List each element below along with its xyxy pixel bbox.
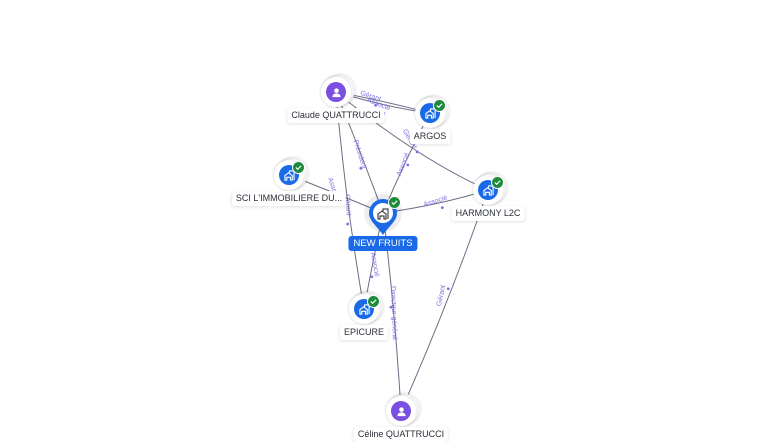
edge-arrow-icon: [374, 103, 378, 107]
verified-check-icon: [433, 99, 446, 112]
edge-arrow-icon: [446, 287, 450, 291]
edge-label: Associé: [369, 252, 380, 277]
verified-check-icon: [388, 196, 401, 209]
verified-check-icon: [491, 176, 504, 189]
node-label[interactable]: NEW FRUITS: [348, 236, 418, 251]
person-icon: [391, 401, 411, 421]
verified-check-icon: [292, 161, 305, 174]
person-icon: [326, 82, 346, 102]
edge-arrow-icon: [389, 305, 393, 309]
edge-arrow-icon: [359, 166, 363, 170]
edge-label: Directeur général: [389, 286, 398, 340]
node-label[interactable]: Claude QUATTRUCCI: [287, 108, 385, 123]
edge-arrow-icon: [370, 275, 374, 279]
edge-claude-harmony: [335, 91, 489, 191]
building-icon: [377, 207, 389, 225]
edge-label: Gérant: [343, 194, 351, 216]
edge-arrow-icon: [406, 163, 410, 167]
verified-check-icon: [367, 295, 380, 308]
edge-label: Associé: [423, 194, 449, 208]
node-label[interactable]: EPICURE: [339, 325, 389, 340]
edge-label: Président: [352, 139, 368, 169]
node-label[interactable]: HARMONY L2C: [451, 206, 525, 221]
node-label[interactable]: ARGOS: [409, 129, 451, 144]
edge-celine-harmony: [400, 189, 489, 412]
edge-label: Gérant: [436, 284, 447, 306]
node-label[interactable]: SCI L'IMMOBILIERE DU...: [231, 191, 347, 206]
edge-arrow-icon: [440, 206, 444, 210]
node-label[interactable]: Céline QUATTRUCCI: [353, 427, 449, 442]
edge-arrow-icon: [415, 150, 419, 154]
edge-arrow-icon: [346, 222, 350, 226]
